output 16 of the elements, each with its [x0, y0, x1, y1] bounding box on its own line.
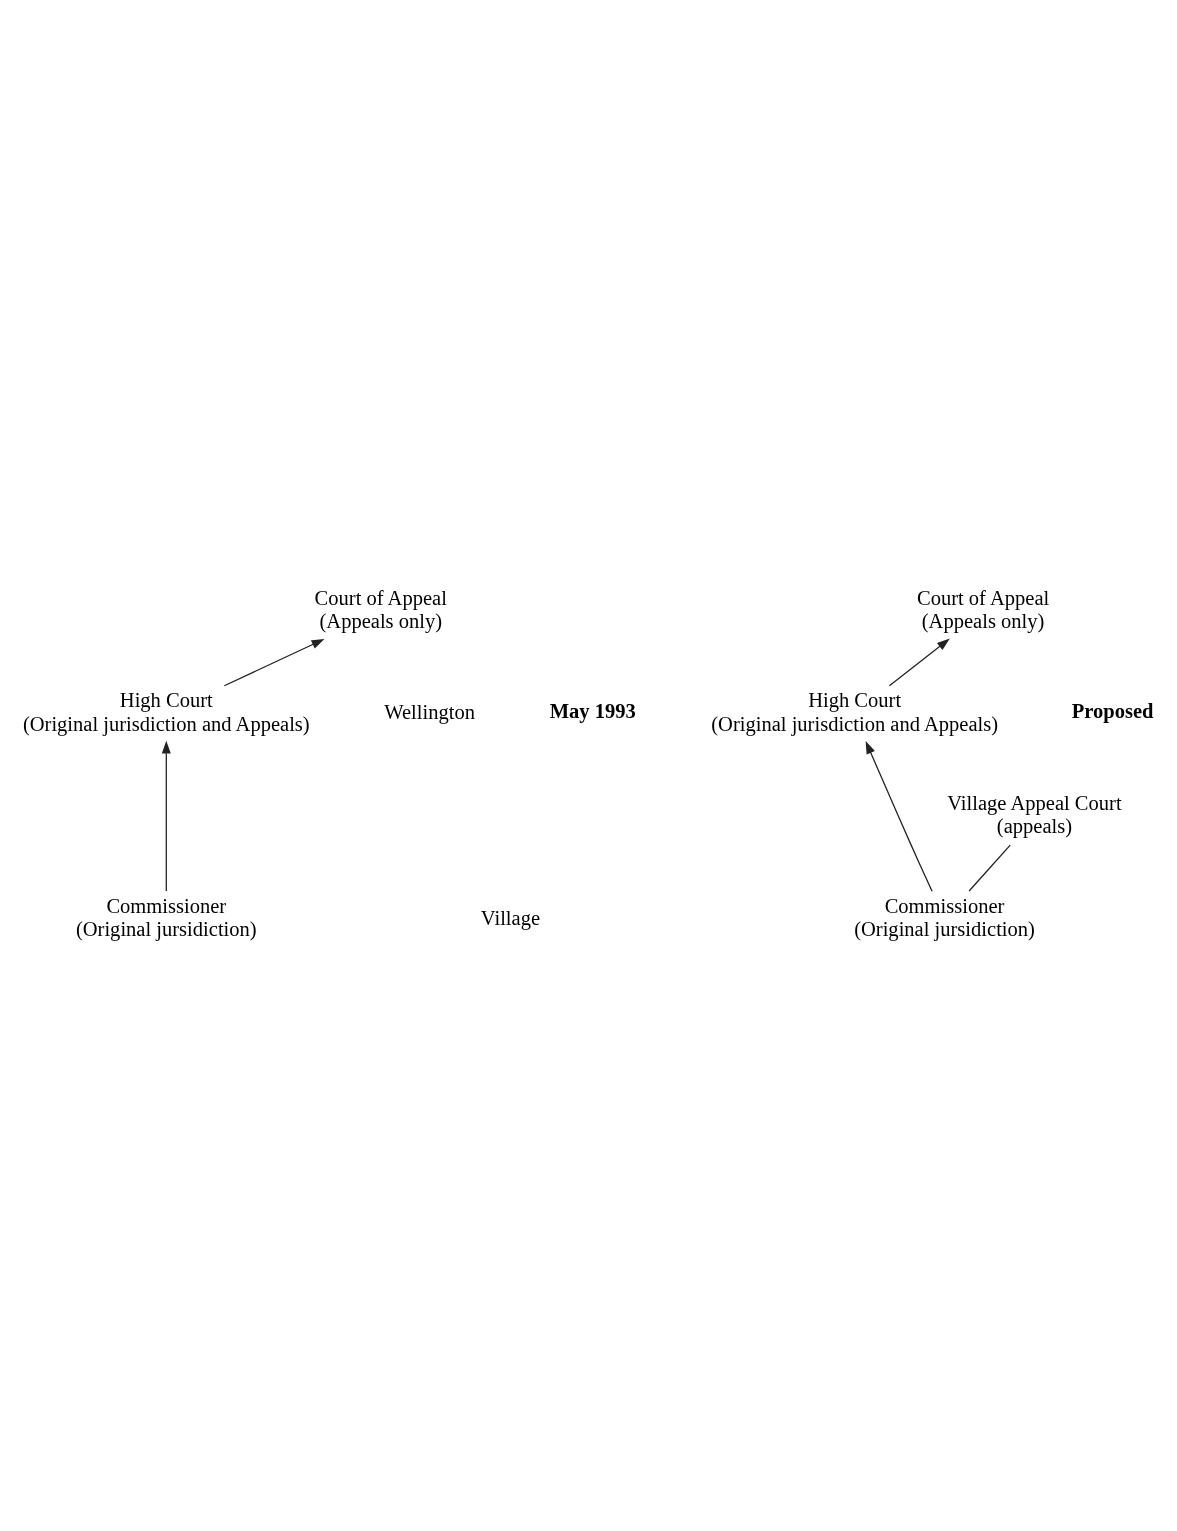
arrow — [865, 741, 933, 892]
arrow — [161, 740, 171, 892]
node-text: High Court (Original jurisdiction and Appeals) — [22, 689, 310, 735]
label: Wellington — [384, 701, 475, 724]
label: May 1993 — [549, 699, 636, 722]
label: Village — [480, 906, 541, 929]
arrow — [888, 638, 950, 687]
node-text: Court of Appeal (Appeals only) — [314, 586, 447, 632]
arrow — [223, 639, 325, 687]
label: Proposed — [1071, 699, 1154, 722]
node-text: High Court (Original jurisdiction and Appeals) — [711, 689, 999, 735]
node-text: Village Appeal Court (appeals) — [947, 792, 1122, 838]
node-text: Commissioner (Original jursidiction) — [854, 894, 1035, 941]
connector — [968, 844, 1011, 892]
node-text: Court of Appeal (Appeals only) — [916, 586, 1050, 632]
node-text: Commissioner (Original jursidiction) — [75, 894, 257, 941]
